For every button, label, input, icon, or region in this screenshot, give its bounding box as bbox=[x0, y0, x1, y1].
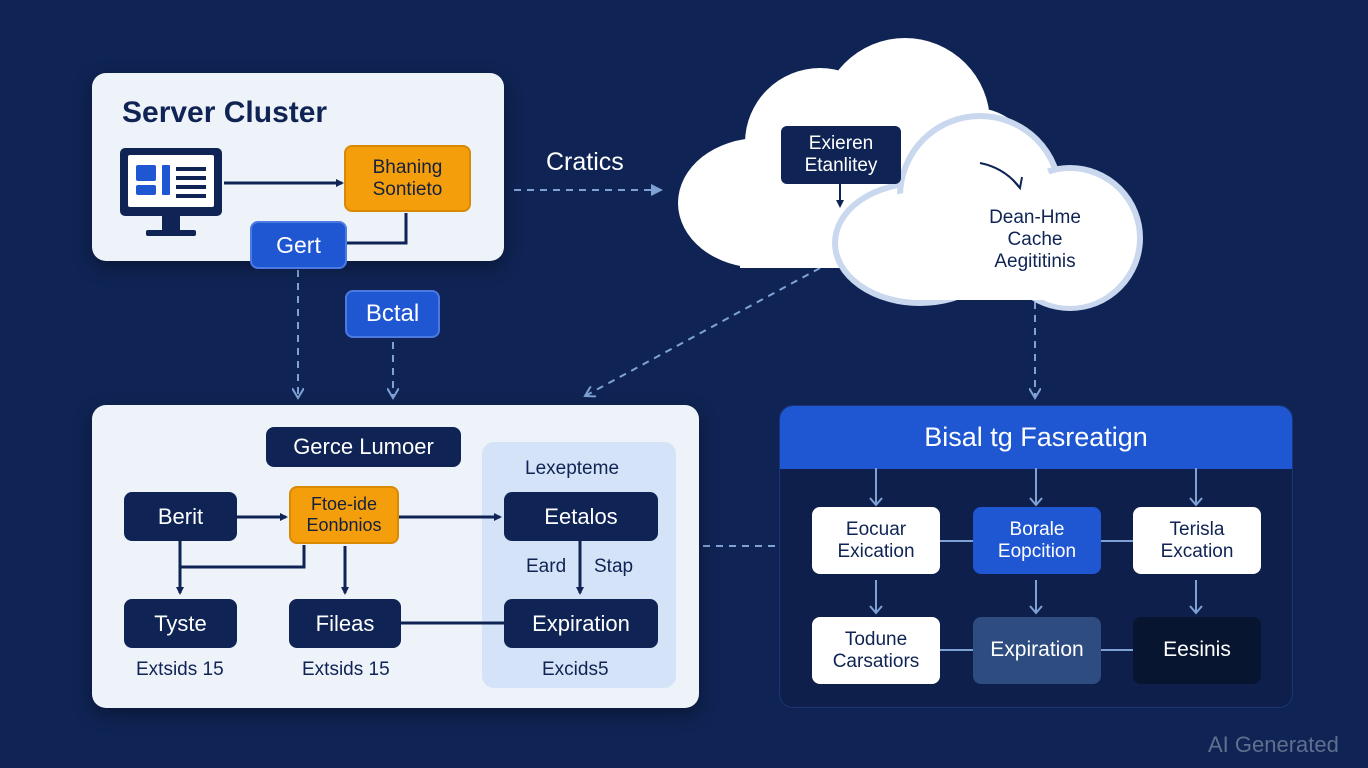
balancing-box-label: Bhaning Sontieto bbox=[372, 156, 443, 200]
fas-node-2-label: Borale Eopcition bbox=[997, 518, 1077, 562]
dashed-arrow-cloud-to-panel bbox=[585, 267, 821, 396]
fileas-node: Fileas bbox=[289, 599, 401, 648]
fas-node-4: Todune Carsatiors bbox=[812, 617, 940, 684]
exteren-box-label: Exieren Etanlitey bbox=[804, 133, 878, 176]
server-cluster-graphics bbox=[120, 148, 408, 245]
fasreation-connectors bbox=[869, 468, 1203, 651]
fasreation-header: Bisal tg Fasreatign bbox=[924, 422, 1148, 452]
fas-node-2: Borale Eopcition bbox=[973, 507, 1101, 574]
cratics-label: Cratics bbox=[546, 148, 624, 176]
fas-node-1: Eocuar Exication bbox=[812, 507, 940, 574]
flow-node: Ftoe-ide Eonbnios bbox=[289, 486, 399, 544]
cloud-shape bbox=[678, 38, 1143, 311]
caption-right: Excids5 bbox=[542, 659, 609, 680]
lumoer-connectors bbox=[176, 513, 584, 625]
fas-node-3-label: Terisla Excation bbox=[1160, 518, 1234, 562]
watermark-text: AI Generated bbox=[1208, 732, 1339, 757]
fas-node-6: Eesinis bbox=[1133, 617, 1261, 684]
caption-mid: Extsids 15 bbox=[302, 659, 390, 680]
stap-label: Stap bbox=[594, 556, 634, 577]
berit-node: Berit bbox=[124, 492, 237, 541]
tyste-node: Tyste bbox=[124, 599, 237, 648]
monitor-icon bbox=[120, 148, 222, 236]
fas-node-3: Terisla Excation bbox=[1133, 507, 1261, 574]
exteren-box: Exieren Etanlitey bbox=[781, 126, 901, 184]
expiration-node: Expiration bbox=[504, 599, 658, 648]
flow-node-label: Ftoe-ide Eonbnios bbox=[306, 494, 382, 535]
fasreation-header-bar bbox=[780, 406, 1292, 469]
cache-text: Dean-Hme Cache Aegititinis bbox=[960, 199, 1110, 281]
lumoer-title: Gerce Lumoer bbox=[266, 427, 461, 467]
etalos-node: Eetalos bbox=[504, 492, 658, 541]
eard-label: Eard bbox=[526, 556, 567, 577]
caption-left: Extsids 15 bbox=[136, 659, 224, 680]
fas-node-1-label: Eocuar Exication bbox=[837, 518, 915, 562]
fas-node-4-label: Todune Carsatiors bbox=[832, 628, 920, 672]
bctal-button[interactable]: Bctal bbox=[345, 290, 440, 338]
cache-text-label: Dean-Hme Cache Aegititinis bbox=[989, 207, 1081, 272]
gert-button[interactable]: Gert bbox=[250, 221, 347, 269]
fas-node-5: Expiration bbox=[973, 617, 1101, 684]
second-cloud bbox=[832, 113, 1143, 311]
server-cluster-title: Server Cluster bbox=[122, 96, 328, 129]
balancing-box: Bhaning Sontieto bbox=[344, 145, 471, 212]
lexepteme-title: Lexepteme bbox=[525, 458, 620, 479]
